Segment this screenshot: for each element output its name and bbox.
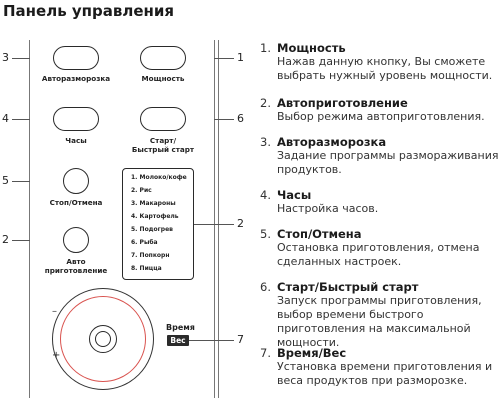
legend-heading: Мощность	[277, 41, 346, 55]
dial-red-ring	[60, 296, 146, 382]
legend-description: Нажав данную кнопку, Вы сможете выбрать …	[277, 55, 493, 82]
legend-heading: Автоприготовление	[277, 96, 408, 110]
legend-heading: Авторазморозка	[277, 135, 387, 149]
clock-label: Часы	[65, 136, 87, 145]
page-title: Панель управления	[3, 2, 175, 20]
auto-defrost-button[interactable]	[53, 46, 99, 70]
callout-number-7: 7	[237, 333, 244, 346]
dial-knob[interactable]	[89, 325, 117, 353]
panel-left-edge	[29, 40, 30, 398]
callout-number-1: 1	[237, 51, 244, 64]
auto-defrost-label: Авторазморозка	[41, 74, 111, 83]
auto-cook-button[interactable]	[63, 227, 89, 253]
dial-knob-center	[95, 331, 111, 347]
legend-description: Установка времени приготовления и веса п…	[277, 360, 493, 387]
panel-right-edge	[214, 40, 215, 398]
weight-badge: Вес	[167, 335, 189, 346]
callout-number-3: 3	[2, 51, 9, 64]
auto-cook-label: Авто приготовление	[44, 257, 108, 275]
legend-number: 5.	[260, 227, 271, 241]
callout-line-1	[214, 58, 234, 59]
legend-number: 1.	[260, 41, 271, 55]
legend-heading: Время/Вес	[277, 346, 347, 360]
panel-right-edge-inner	[218, 40, 219, 398]
menu-item: 8. Пицца	[131, 265, 162, 272]
clock-button[interactable]	[53, 107, 99, 131]
callout-line-3	[12, 58, 30, 59]
stop-cancel-button[interactable]	[63, 168, 89, 194]
callout-number-2-left: 2	[2, 233, 9, 246]
callout-number-5: 5	[2, 174, 9, 187]
callout-number-4: 4	[2, 112, 9, 125]
power-button[interactable]	[140, 46, 186, 70]
start-quick-label: Старт/ Быстрый старт	[131, 136, 195, 154]
power-label: Мощность	[141, 74, 185, 83]
legend-number: 6.	[260, 280, 271, 294]
callout-line-2-right	[194, 224, 234, 225]
legend-description: Остановка приготовления, отмена сделанны…	[277, 241, 480, 268]
callout-line-6	[214, 119, 234, 120]
legend-description: Запуск программы приготовления, выбор вр…	[277, 294, 482, 349]
dial-plus-sign: +	[52, 350, 61, 361]
callout-line-5	[12, 181, 30, 182]
auto-cook-menu: 1. Молоко/кофе 2. Рис 3. Макароны 4. Кар…	[122, 168, 194, 280]
menu-item: 6. Рыба	[131, 239, 158, 246]
menu-item: 7. Попкорн	[131, 252, 170, 259]
legend-description: Выбор режима автоприготовления.	[277, 110, 485, 123]
legend-heading: Стоп/Отмена	[277, 227, 362, 241]
legend-heading: Часы	[277, 188, 312, 202]
legend-heading: Старт/Быстрый старт	[277, 280, 419, 294]
callout-number-2-right: 2	[237, 217, 244, 230]
menu-item: 5. Подогрев	[131, 226, 173, 233]
callout-line-7	[189, 340, 234, 341]
menu-item: 2. Рис	[131, 187, 152, 194]
time-label: Время	[166, 323, 195, 332]
menu-item: 3. Макароны	[131, 200, 176, 207]
legend-number: 7.	[260, 346, 271, 360]
legend-description: Задание программы размораживания продукт…	[277, 149, 499, 176]
callout-line-4	[12, 119, 30, 120]
legend-number: 2.	[260, 96, 271, 110]
legend-description: Настройка часов.	[277, 202, 379, 215]
callout-line-2-left	[12, 240, 30, 241]
dial-minus-sign: –	[52, 306, 57, 317]
menu-item: 4. Картофель	[131, 213, 179, 220]
legend-number: 3.	[260, 135, 271, 149]
callout-number-6: 6	[237, 112, 244, 125]
menu-item: 1. Молоко/кофе	[131, 174, 187, 181]
stop-cancel-label: Стоп/Отмена	[49, 198, 103, 207]
legend-number: 4.	[260, 188, 271, 202]
start-quick-button[interactable]	[140, 107, 186, 131]
